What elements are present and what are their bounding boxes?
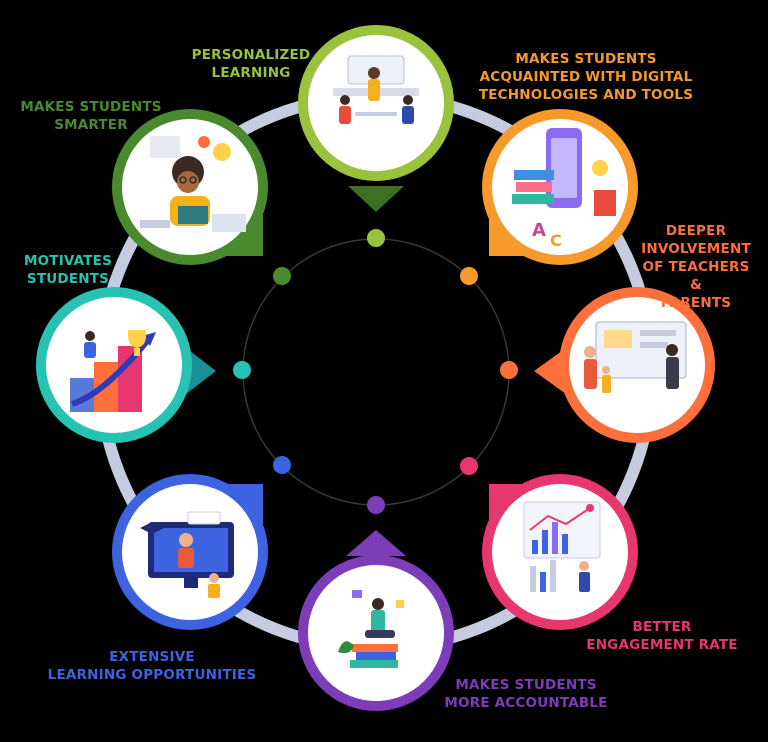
label-extensive: EXTENSIVE LEARNING OPPORTUNITIES (47, 649, 257, 683)
benefit-node-acquainted: A C (482, 109, 638, 265)
label-smarter: MAKES STUDENTS SMARTER (20, 99, 162, 133)
label-acquainted: MAKES STUDENTS ACQUAINTED WITH DIGITAL T… (478, 51, 694, 103)
benefit-node-accountable (298, 555, 454, 711)
dot-extensive (273, 456, 291, 474)
pointer-personalized (348, 186, 404, 212)
dot-deeper (500, 361, 518, 379)
phone-books-icon: A C (512, 128, 616, 250)
svg-text:A: A (532, 220, 546, 241)
benefit-node-personalized (298, 25, 454, 181)
label-motivates: MOTIVATES STUDENTS (23, 253, 113, 287)
dot-acquainted (460, 267, 478, 285)
benefit-node-engagement (482, 474, 638, 630)
benefit-node-motivates (36, 287, 192, 443)
dot-engagement (460, 457, 478, 475)
trophy-growth-icon (70, 330, 156, 412)
label-engagement: BETTER ENGAGEMENT RATE (586, 619, 738, 653)
team-meeting-icon (333, 55, 419, 124)
label-deeper: DEEPER INVOLVEMENT OF TEACHERS & PARENTS (641, 223, 751, 311)
svg-text:C: C (550, 231, 562, 250)
teacher-parent-board-icon (584, 321, 687, 393)
label-accountable: MAKES STUDENTS MORE ACCOUNTABLE (444, 677, 608, 711)
dot-accountable (367, 496, 385, 514)
pointer-accountable (346, 530, 406, 556)
student-reading-icon (140, 136, 246, 232)
label-personalized: PERSONALIZED LEARNING (191, 47, 311, 81)
benefit-node-deeper (559, 287, 715, 443)
pointer-deeper (534, 348, 566, 394)
dot-smarter (273, 267, 291, 285)
dot-personalized (367, 229, 385, 247)
benefit-node-extensive (112, 474, 268, 630)
student-books-icon (338, 590, 404, 668)
online-class-icon (140, 511, 234, 598)
engagement-dashboard-icon (523, 501, 601, 592)
benefit-node-smarter (112, 109, 268, 265)
dot-motivates (233, 361, 251, 379)
pointer-motivates (186, 348, 216, 394)
